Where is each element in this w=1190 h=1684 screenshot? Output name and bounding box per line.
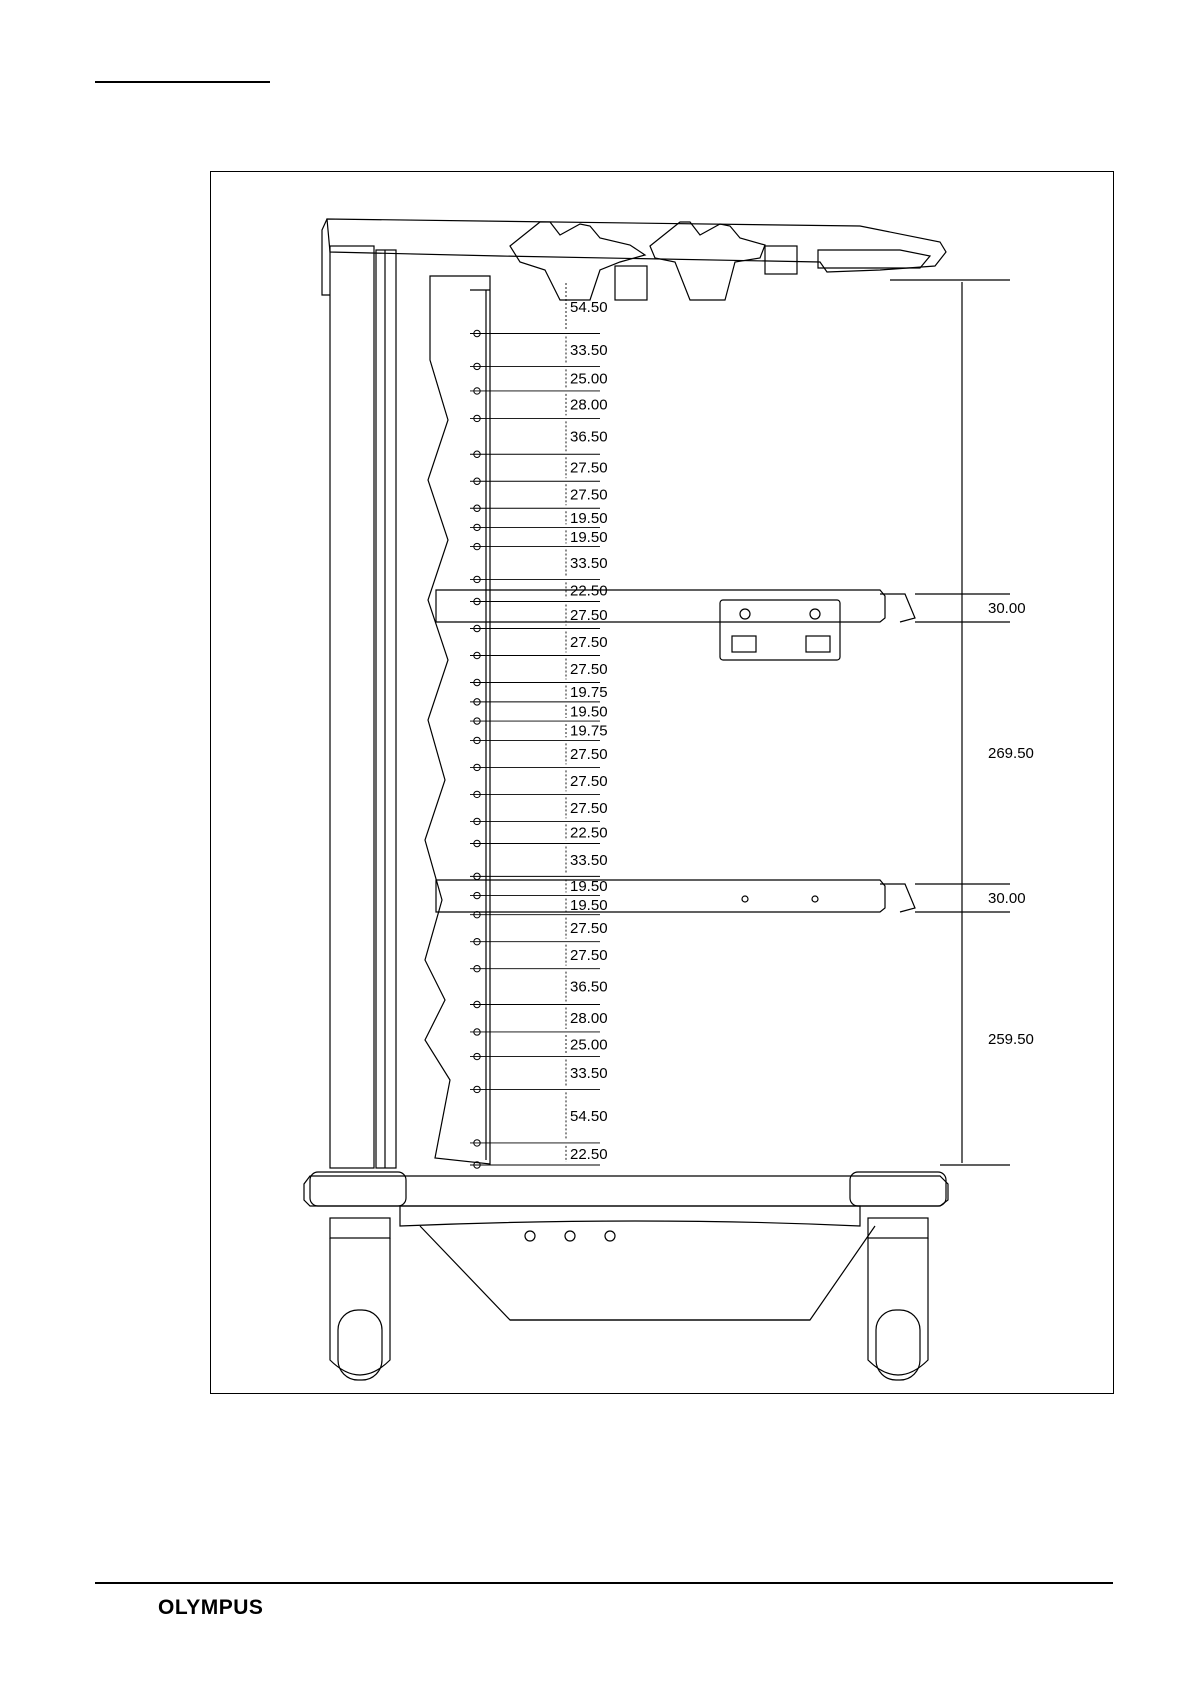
shelf-gap-label: 269.50 [988,745,1034,762]
rail-spacing-label: 25.00 [570,371,608,388]
rail-spacing-label: 28.00 [570,1010,608,1027]
rail-spacing-label: 27.50 [570,773,608,790]
rail-spacing-label: 54.50 [570,1108,608,1125]
bottom-gap-label: 259.50 [988,1031,1034,1048]
rail-spacing-label: 22.50 [570,1146,608,1163]
rail-spacing-label: 54.50 [570,299,608,316]
rail-spacing-label: 27.50 [570,460,608,477]
upper-shelf [436,590,885,622]
olympus-logo: OLYMPUS [158,1596,263,1620]
rail-spacing-label: 19.50 [570,897,608,914]
footer-rule [95,1582,1113,1584]
rail-spacing-label: 22.50 [570,582,608,599]
rail-spacing-label: 27.50 [570,487,608,504]
rail-spacing-label: 22.50 [570,824,608,841]
scope-hanger-left [510,222,645,300]
rail-spacing-label: 33.50 [570,342,608,359]
rail-spacing-label: 28.00 [570,397,608,414]
rail-spacing-label: 19.75 [570,723,608,740]
rail-spacing-label: 19.50 [570,510,608,527]
caster-right [868,1218,928,1380]
rail-spacing-label: 19.50 [570,529,608,546]
rail-spacing-label: 27.50 [570,947,608,964]
top-plate [327,219,946,272]
caster-left [330,1218,390,1380]
power-outlet-box [720,600,840,660]
rail-spacing-label: 36.50 [570,428,608,445]
rail-spacing-label: 19.50 [570,878,608,895]
rail-spacing-label: 27.50 [570,661,608,678]
left-column [330,246,374,1168]
rail-spacing-label: 33.50 [570,555,608,572]
rail-spacing-label: 27.50 [570,800,608,817]
rail-spacing-label: 25.00 [570,1036,608,1053]
rail-spacing-label: 27.50 [570,607,608,624]
base-tray [420,1226,875,1320]
rail-spacing-label: 19.75 [570,684,608,701]
rail-spacing-label: 33.50 [570,1065,608,1082]
rail-spacing-label: 19.50 [570,703,608,720]
rail-spacing-label: 27.50 [570,920,608,937]
rail-spacing-label: 27.50 [570,634,608,651]
lower-shelf [436,880,885,912]
lower-shelf-thickness-label: 30.00 [988,890,1026,907]
rail-spacing-label: 33.50 [570,852,608,869]
rail-spacing-label: 27.50 [570,746,608,763]
rail-spacing-label: 36.50 [570,979,608,996]
upper-shelf-thickness-label: 30.00 [988,600,1026,617]
